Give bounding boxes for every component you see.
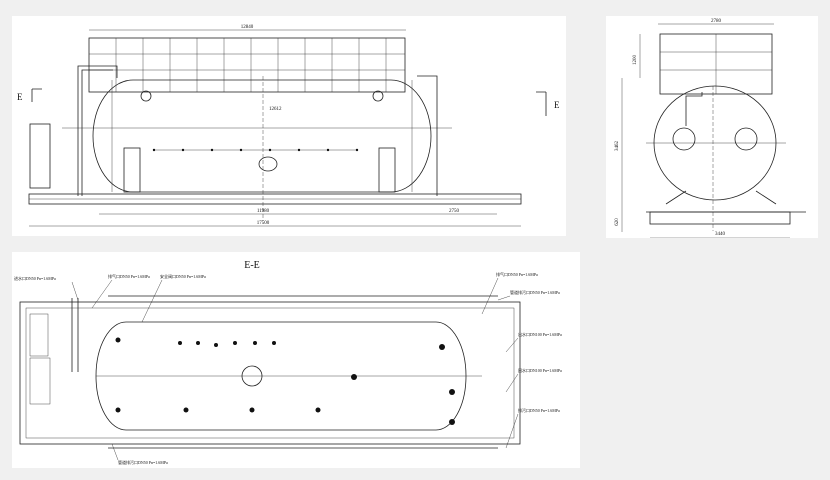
dim-vessel-length: 12612 (269, 107, 282, 112)
callout-7: 回水口DN100 Pn=1.6MPa (518, 367, 562, 373)
callout-3: 安全阀口DN50 Pn=1.6MPa (160, 273, 206, 279)
dim-support-span: 11980 (257, 209, 270, 214)
dim-platform-height: 1200 (633, 55, 638, 66)
dim-vessel-height: 3462 (615, 141, 620, 152)
dim-base-height: 620 (615, 218, 620, 226)
dim-base-length: 17500 (257, 221, 270, 226)
section-title: E-E (244, 260, 260, 271)
callout-5: 管道排污口DN50 Pn=1.6MPa (510, 289, 560, 295)
callout-8: 排污口DN50 Pn=1.6MPa (518, 407, 560, 413)
callout-1: 进水口DN50 Pn=1.6MPa (14, 275, 56, 281)
section-view-panel: E-E 进水口DN50 Pn=1.6MPa 排气口DN50 Pn=1.6MPa … (12, 252, 580, 468)
section-view-drawing: E-E 进水口DN50 Pn=1.6MPa 排气口DN50 Pn=1.6MPa … (14, 260, 562, 465)
callout-6: 出水口DN100 Pn=1.6MPa (518, 331, 562, 337)
section-mark-left: E (17, 92, 23, 102)
dim-platform-length: 12840 (241, 25, 254, 30)
front-view-drawing: 12840 12612 11980 2750 17500 E E (17, 25, 560, 227)
callout-9: 管道排污口DN50 Pn=1.6MPa (118, 459, 168, 465)
dim-right-offset: 2750 (449, 209, 460, 214)
callout-4: 排气口DN50 Pn=1.6MPa (496, 271, 538, 277)
side-view-panel: 2780 1200 3462 620 3440 (606, 16, 818, 238)
dim-base-width: 3440 (715, 232, 726, 237)
side-view-drawing: 2780 1200 3462 620 3440 (615, 19, 806, 238)
front-view-panel: 12840 12612 11980 2750 17500 E E (12, 16, 566, 236)
callout-2: 排气口DN50 Pn=1.6MPa (108, 273, 150, 279)
section-mark-right: E (554, 100, 560, 110)
dim-platform-width: 2780 (711, 19, 722, 24)
